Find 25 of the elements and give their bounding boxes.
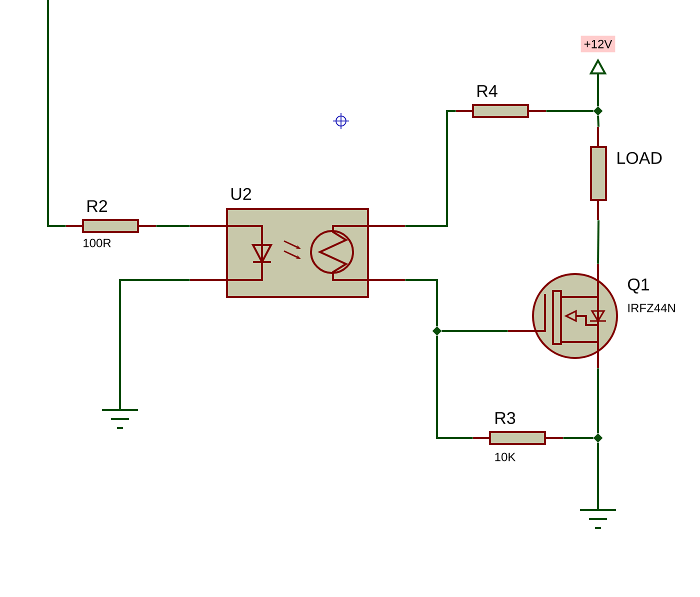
ground-symbol [579, 509, 617, 529]
wire [597, 220, 600, 264]
wire [597, 368, 599, 434]
wire [405, 110, 456, 227]
wire [546, 110, 594, 112]
wire [442, 330, 508, 332]
wire [436, 336, 473, 439]
component-label: R2 [88, 200, 107, 212]
wire [563, 437, 594, 439]
component-label: R3 [496, 412, 516, 424]
ground-symbol [101, 409, 139, 429]
wire [405, 279, 438, 326]
wire [597, 442, 599, 510]
wire [597, 116, 600, 127]
component-label: U2 [231, 188, 251, 200]
value-label: 100R [84, 238, 111, 248]
component-label: R4 [478, 85, 498, 97]
wire [119, 279, 190, 410]
part-number: IRFZ44N [628, 304, 675, 312]
component-label: LOAD [618, 152, 662, 164]
terminal-label: +12V [580, 36, 616, 52]
value-label: 10K [495, 452, 516, 462]
wire [156, 225, 190, 227]
wire [47, 0, 66, 227]
component-label: Q1 [628, 278, 650, 294]
